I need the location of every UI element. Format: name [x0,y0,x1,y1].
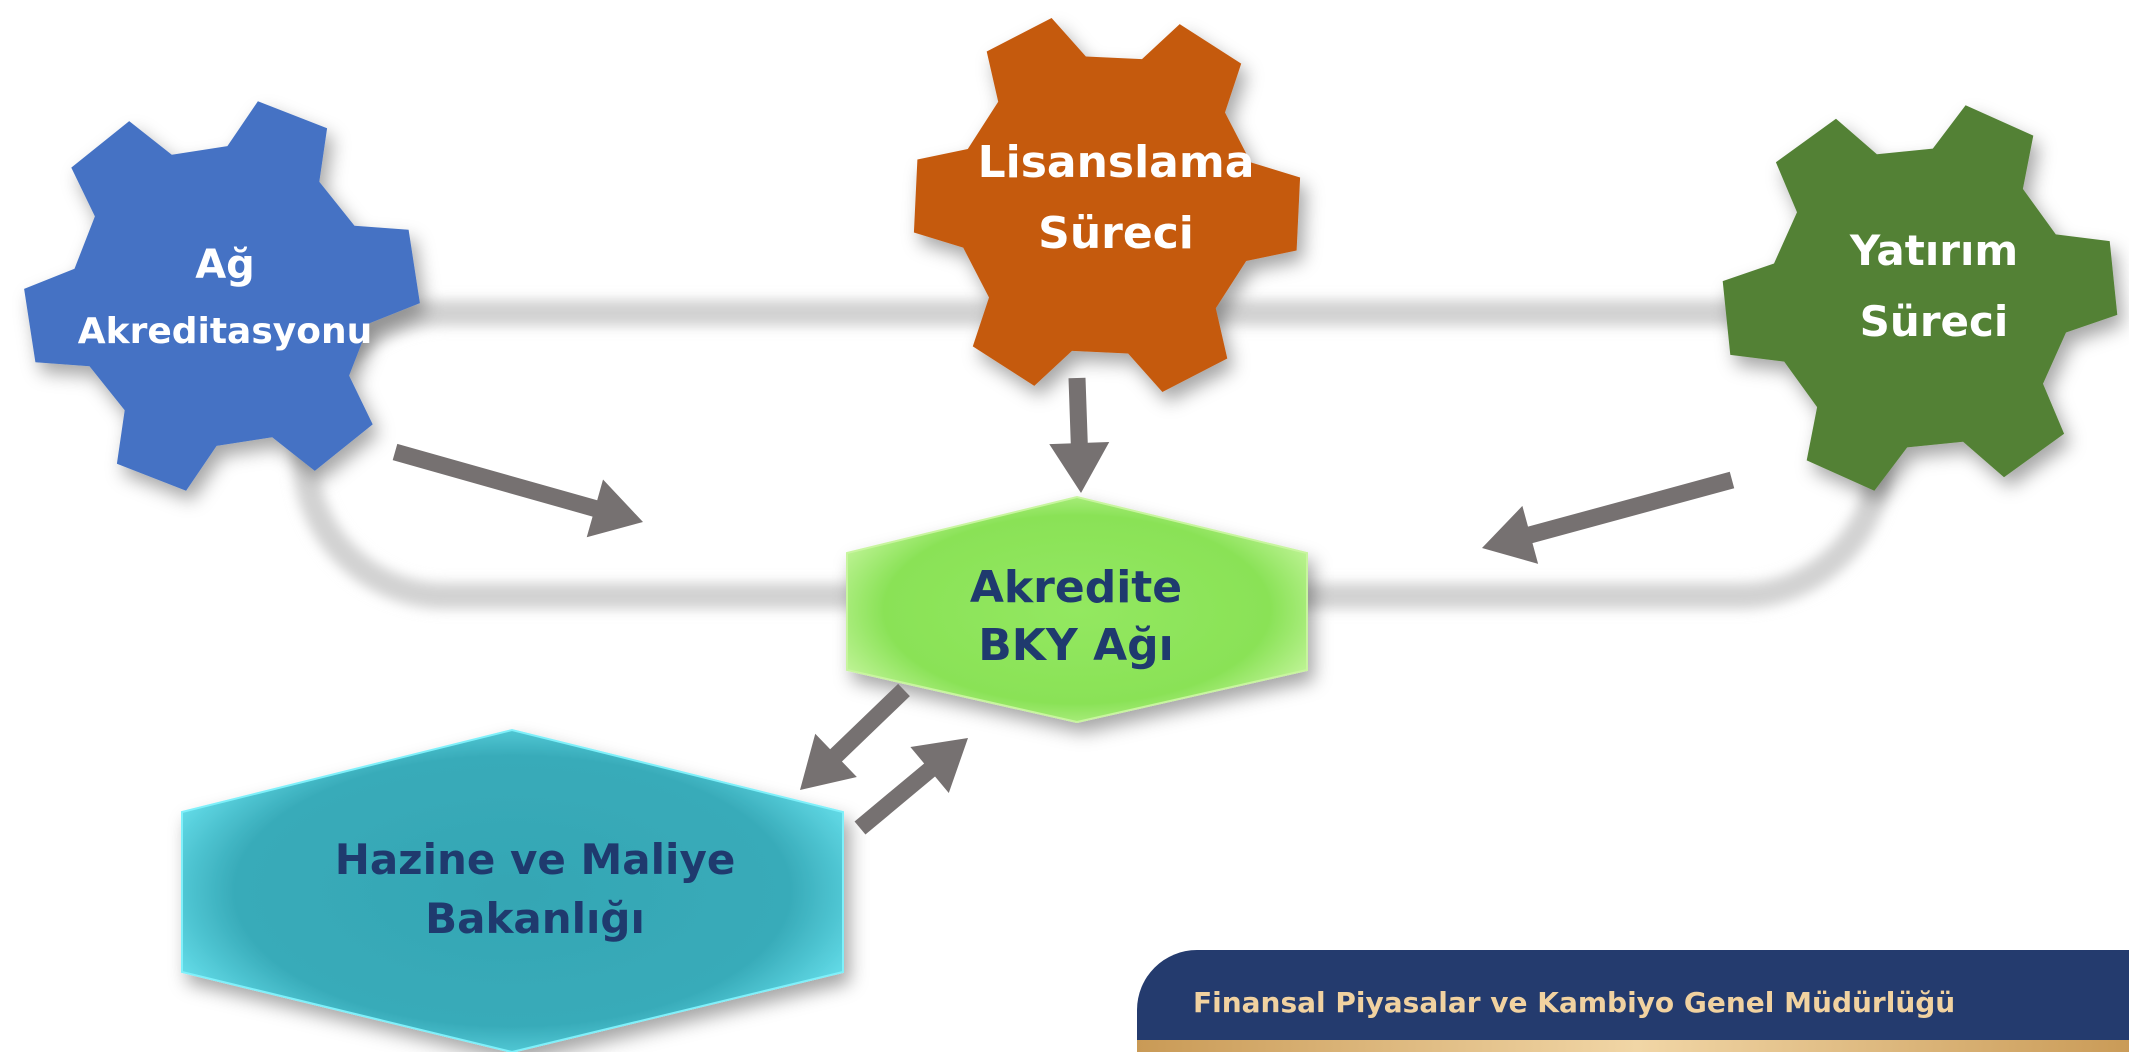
gear-shape [24,101,420,491]
akredite-label-line1: Akredite [970,562,1182,613]
yatirim-label-line1: Yatırım [1849,226,2018,275]
hazine-label-line2: Bakanlığı [425,894,645,943]
lisanslama-sureci-gear [913,18,1301,392]
ag-akreditasyonu-label-line1: Ağ [195,242,255,288]
flow-arrows [392,377,1735,835]
lisanslama-label-line2: Süreci [1038,208,1194,259]
arrow [800,683,910,790]
ag-akreditasyonu-label-line2: Akreditasyonu [78,311,372,352]
arrow [854,738,968,835]
footer-stripe [1137,1040,2129,1052]
yatirim-sureci-gear [1722,105,2118,491]
hazine-maliye-hexagon [181,728,844,1052]
arrow [392,443,643,538]
lisanslama-label-line1: Lisanslama [978,137,1255,188]
arrow [1049,377,1110,493]
footer-banner: Finansal Piyasalar ve Kambiyo Genel Müdü… [1137,950,2129,1052]
ag-akreditasyonu-gear [24,101,420,491]
gear-shape [1722,105,2118,491]
yatirim-label-line2: Süreci [1860,297,2009,346]
footer-text: Finansal Piyasalar ve Kambiyo Genel Müdü… [1193,986,1956,1019]
akredite-bky-agi-hexagon [846,495,1308,724]
akredite-label-line2: BKY Ağı [978,620,1173,671]
gear-shape [913,18,1301,392]
hazine-label-line1: Hazine ve Maliye [335,835,736,884]
arrow [1482,471,1735,564]
